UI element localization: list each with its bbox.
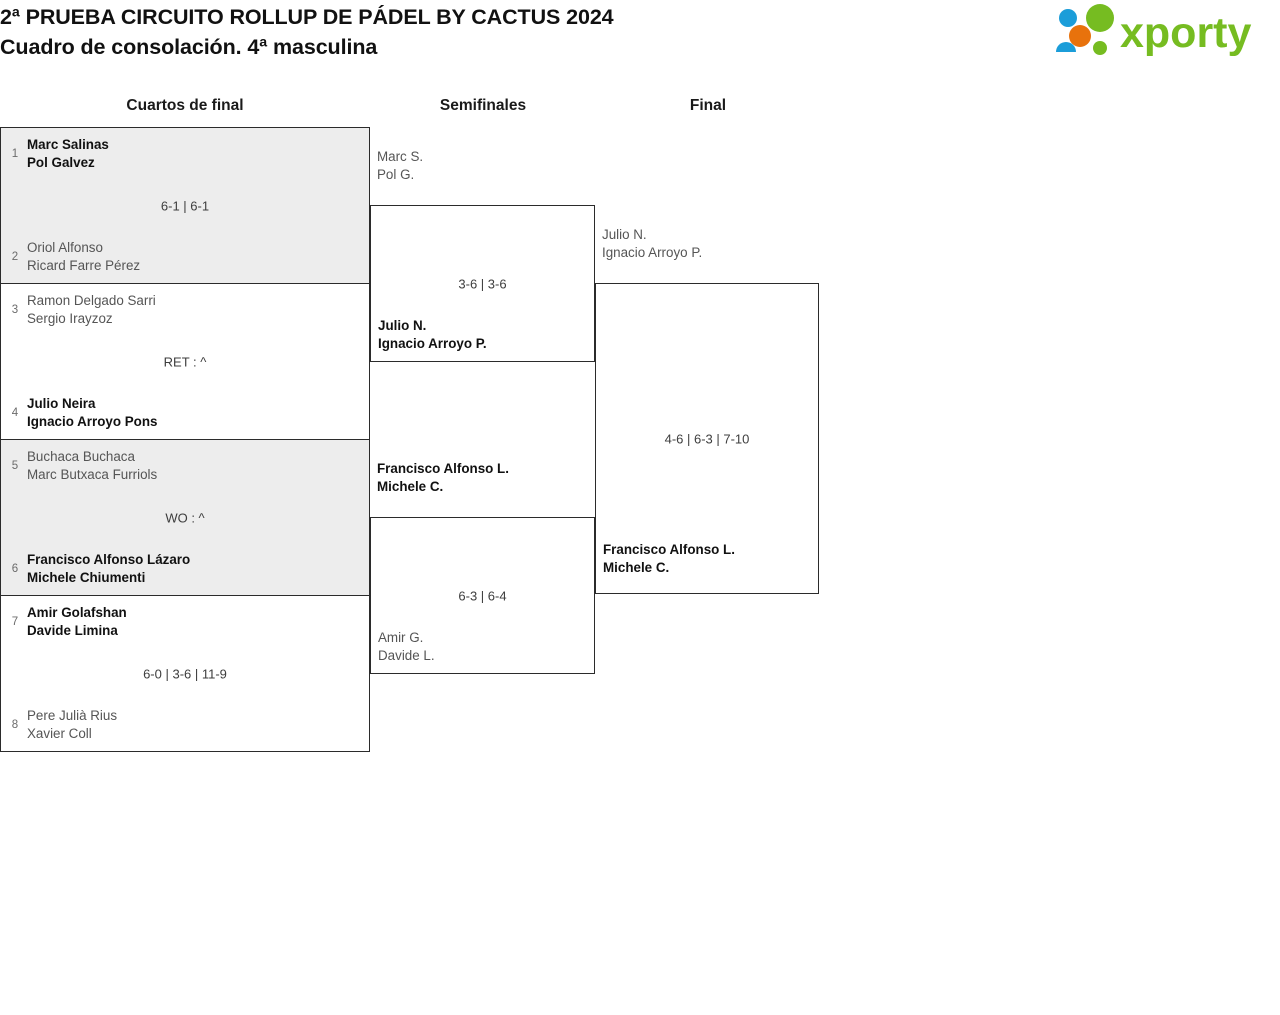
logo-dot-blue-half [1056, 42, 1076, 52]
xporty-logo-svg: xporty [1056, 4, 1252, 57]
player-name: Ignacio Arroyo P. [602, 245, 703, 260]
competitor-seed-8[interactable]: 8 Pere Julià Rius Xavier Coll [1, 707, 369, 743]
sf1-top-competitor[interactable]: Marc S. Pol G. [377, 148, 423, 184]
player-name: Davide Limina [27, 623, 118, 638]
player-name: Ramon Delgado Sarri [27, 293, 156, 308]
player-name: Amir Golafshan [27, 605, 127, 620]
match-score: RET : ^ [163, 354, 207, 369]
player-name: Amir G. [378, 630, 424, 645]
match-score: 6-0 | 3-6 | 11-9 [143, 666, 227, 681]
player-name: Julio N. [602, 227, 647, 242]
sf2-top-competitor[interactable]: Francisco Alfonso L. Michele C. [377, 460, 509, 496]
match-sf-1[interactable]: 3-6 | 3-6 Julio N. Ignacio Arroyo P. [370, 205, 595, 362]
match-score: 4-6 | 6-3 | 7-10 [664, 431, 750, 446]
player-name: Ignacio Arroyo P. [378, 336, 487, 351]
match-sf-2[interactable]: 6-3 | 6-4 Amir G. Davide L. [370, 517, 595, 674]
player-name: Xavier Coll [27, 726, 92, 741]
player-name: Marc S. [377, 149, 424, 164]
draw-subtitle: Cuadro de consolación. 4ª masculina [0, 35, 378, 59]
player-name: Michele C. [377, 479, 444, 494]
match-final[interactable]: 4-6 | 6-3 | 7-10 Francisco Alfonso L. Mi… [595, 283, 819, 594]
match-score: 3-6 | 3-6 [458, 276, 507, 291]
seed-number: 3 [11, 304, 19, 316]
competitor-seed-7[interactable]: 7 Amir Golafshan Davide Limina [1, 604, 369, 640]
logo-dot-green-large [1086, 4, 1114, 32]
logo-dot-orange [1069, 25, 1091, 47]
xporty-logo[interactable]: xporty [1048, 4, 1272, 57]
final-bottom-competitor[interactable]: Francisco Alfonso L. Michele C. [603, 541, 735, 577]
match-qf-3[interactable]: 5 Buchaca Buchaca Marc Butxaca Furriols … [0, 439, 370, 596]
match-qf-4[interactable]: 7 Amir Golafshan Davide Limina 6-0 | 3-6… [0, 595, 370, 752]
player-name: Ignacio Arroyo Pons [27, 414, 158, 429]
player-name: Michele C. [603, 560, 670, 575]
match-qf-2[interactable]: 3 Ramon Delgado Sarri Sergio Irayzoz RET… [0, 283, 370, 440]
player-name: Francisco Alfonso L. [603, 542, 735, 557]
logo-dot-green-small [1093, 41, 1107, 55]
seed-number: 7 [11, 616, 19, 628]
player-name: Julio N. [378, 318, 427, 333]
player-name: Pol G. [377, 167, 415, 182]
competitor-seed-5[interactable]: 5 Buchaca Buchaca Marc Butxaca Furriols [1, 448, 369, 484]
competitor-seed-3[interactable]: 3 Ramon Delgado Sarri Sergio Irayzoz [1, 292, 369, 328]
logo-wordmark: xporty [1120, 9, 1252, 56]
competitor-seed-2[interactable]: 2 Oriol Alfonso Ricard Farre Pérez [1, 239, 369, 275]
competitor-seed-6[interactable]: 6 Francisco Alfonso Lázaro Michele Chium… [1, 551, 369, 587]
round-header-quarterfinals: Cuartos de final [126, 97, 244, 114]
seed-number: 6 [11, 563, 19, 575]
player-name: Ricard Farre Pérez [27, 258, 141, 273]
tournament-name: 2ª PRUEBA CIRCUITO ROLLUP DE PÁDEL BY CA… [0, 5, 614, 29]
page-title: 2ª PRUEBA CIRCUITO ROLLUP DE PÁDEL BY CA… [0, 2, 1000, 62]
logo-dot-blue-top [1059, 9, 1077, 27]
seed-number: 2 [11, 251, 19, 263]
seed-number: 8 [11, 719, 19, 731]
player-name: Sergio Irayzoz [27, 311, 113, 326]
seed-number: 4 [11, 407, 19, 419]
round-header-final: Final [689, 97, 727, 114]
player-name: Oriol Alfonso [27, 240, 103, 255]
match-qf-1[interactable]: 1 Marc Salinas Pol Galvez 6-1 | 6-1 2 Or… [0, 127, 370, 284]
player-name: Francisco Alfonso L. [377, 461, 509, 476]
player-name: Marc Salinas [27, 137, 109, 152]
player-name: Marc Butxaca Furriols [27, 467, 158, 482]
player-name: Francisco Alfonso Lázaro [27, 552, 191, 567]
player-name: Pere Julià Rius [27, 708, 118, 723]
final-top-competitor[interactable]: Julio N. Ignacio Arroyo P. [602, 226, 702, 262]
player-name: Julio Neira [27, 396, 96, 411]
player-name: Buchaca Buchaca [27, 449, 135, 464]
player-name: Michele Chiumenti [27, 570, 146, 585]
sf1-bottom-competitor[interactable]: Julio N. Ignacio Arroyo P. [378, 317, 487, 353]
match-score: 6-3 | 6-4 [458, 588, 507, 603]
seed-number: 5 [11, 460, 19, 472]
match-score: WO : ^ [165, 510, 205, 525]
competitor-seed-1[interactable]: 1 Marc Salinas Pol Galvez [1, 136, 369, 172]
seed-number: 1 [11, 148, 19, 160]
player-name: Davide L. [378, 648, 435, 663]
round-header-semifinals: Semifinales [439, 97, 527, 114]
player-name: Pol Galvez [27, 155, 95, 170]
match-score: 6-1 | 6-1 [160, 198, 210, 213]
competitor-seed-4[interactable]: 4 Julio Neira Ignacio Arroyo Pons [1, 395, 369, 431]
sf2-bottom-competitor[interactable]: Amir G. Davide L. [378, 629, 435, 665]
